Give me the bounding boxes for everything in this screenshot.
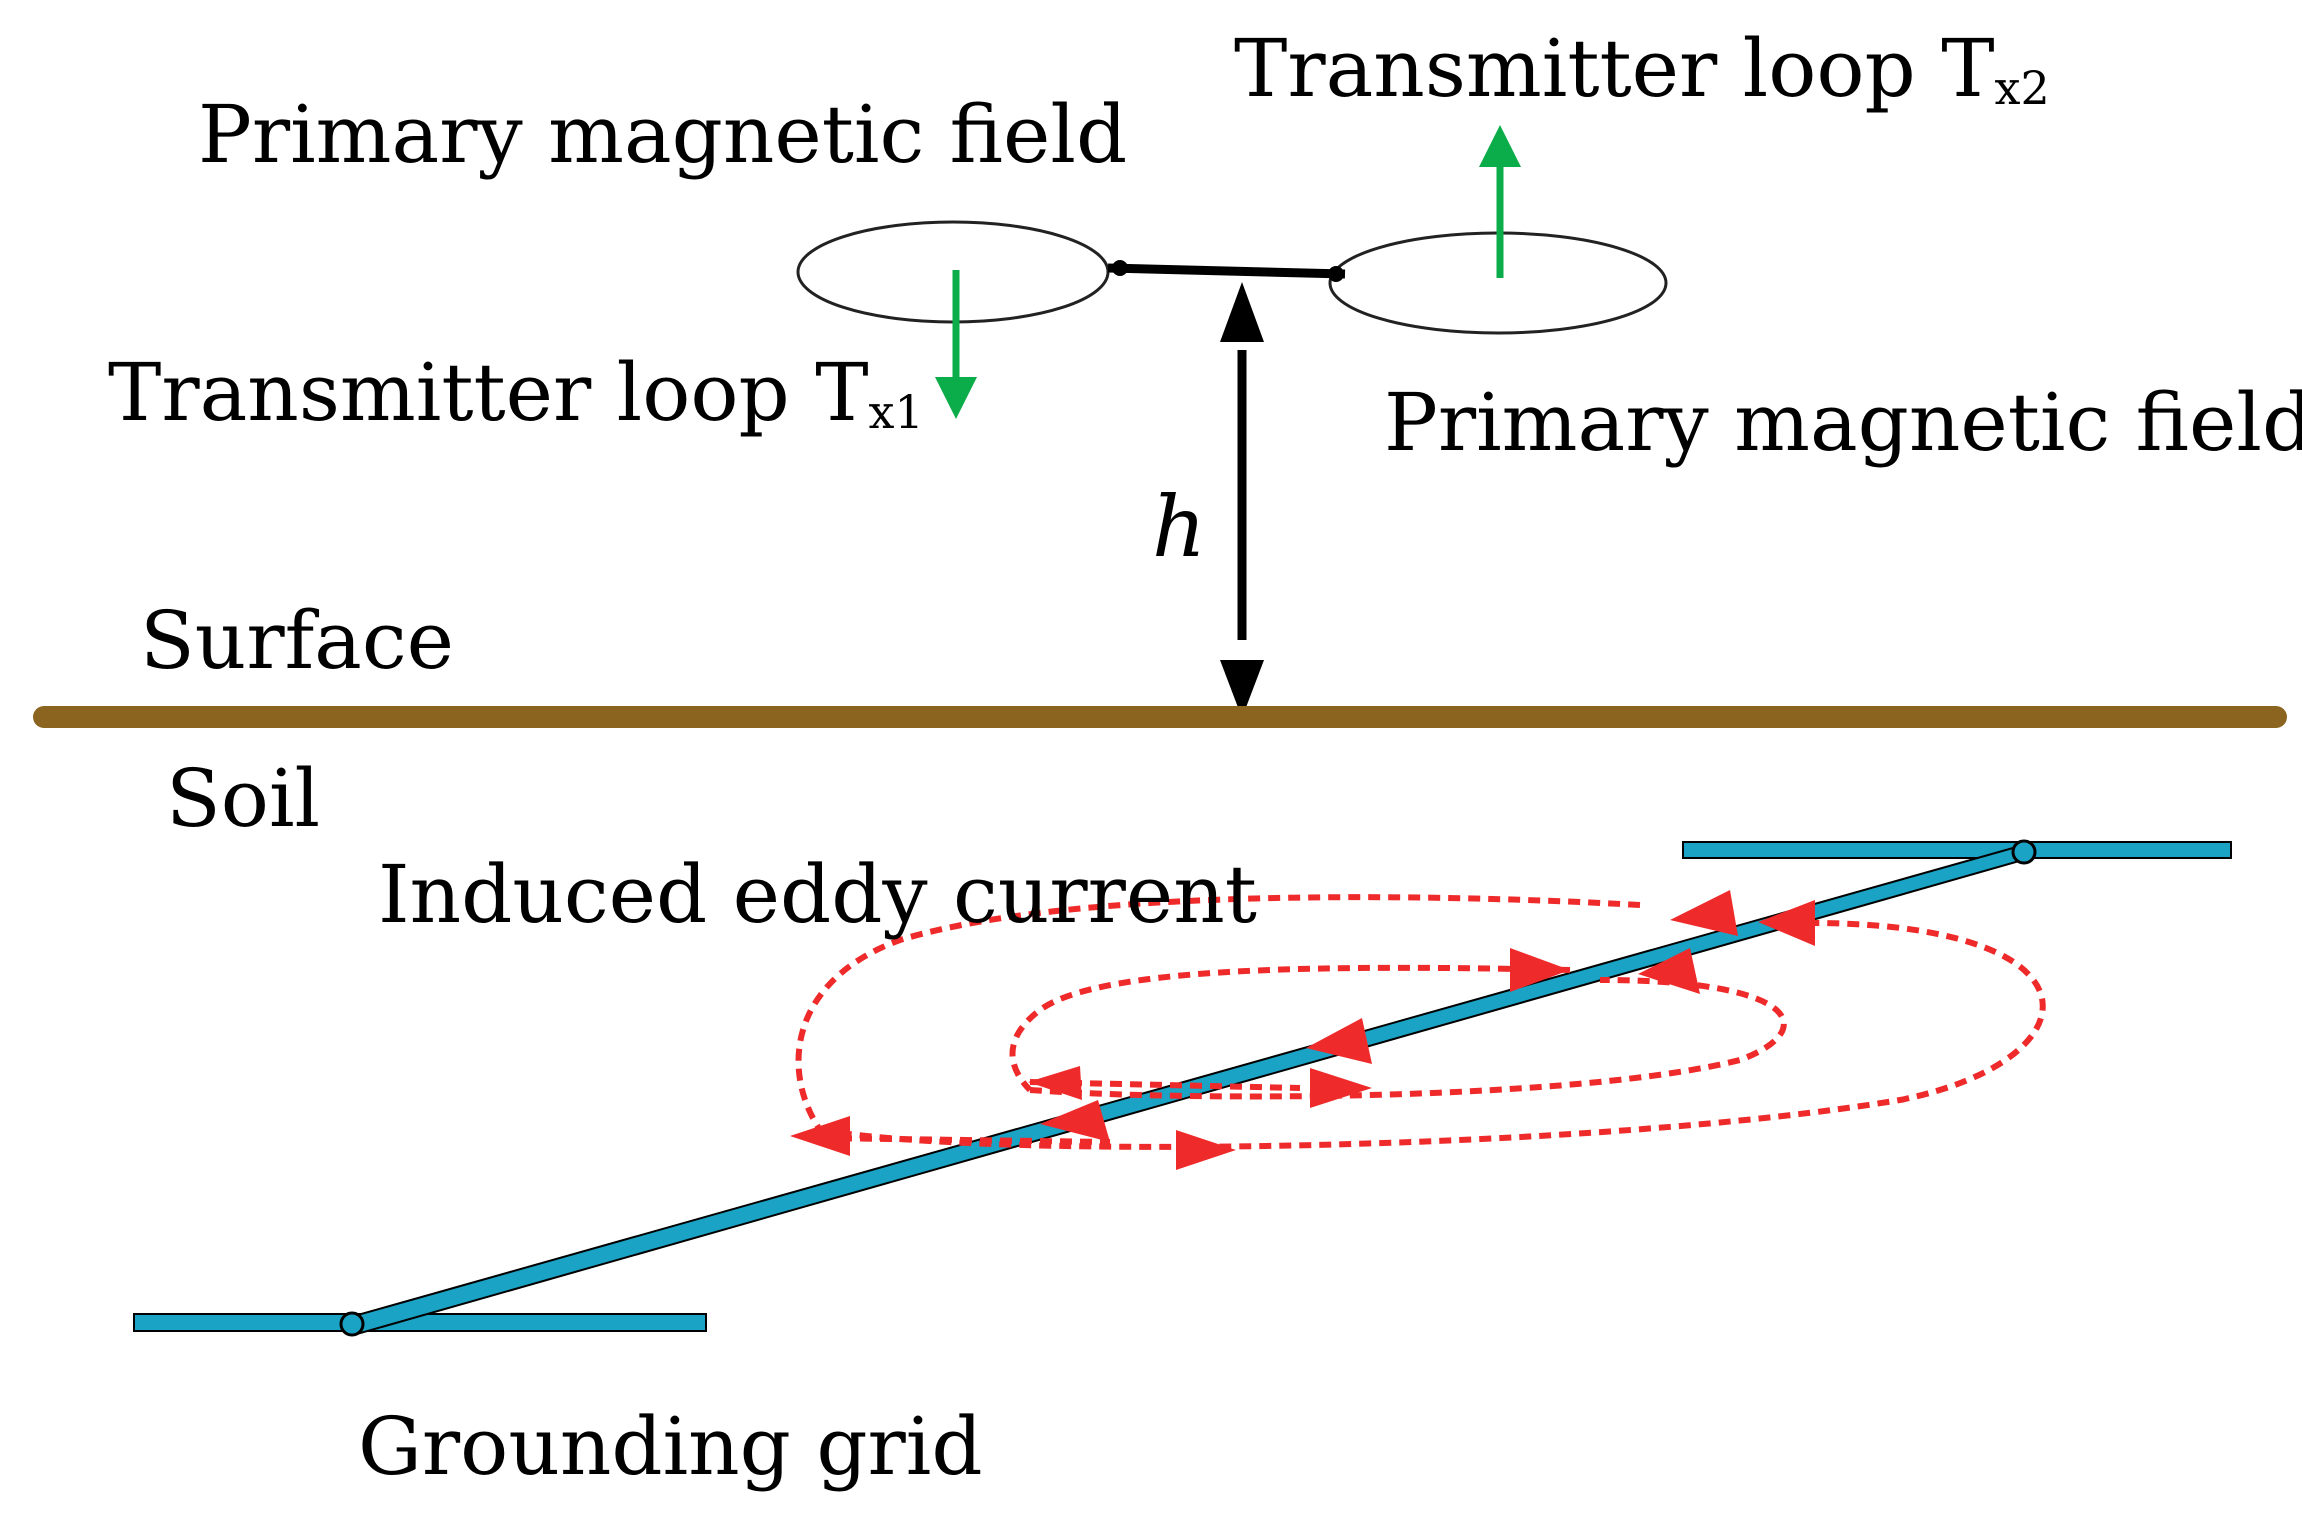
- label-primary-field-top: Primary magnetic field: [198, 88, 1127, 181]
- eddy-arrow-3: [1510, 948, 1570, 992]
- label-surface: Surface: [140, 594, 454, 687]
- label-tx2-sub: x2: [1995, 61, 2050, 115]
- eddy-loop-bottom-line: [819, 1135, 1111, 1145]
- height-arrow-bottom-head: [1220, 660, 1264, 718]
- eddy-loop-inner: [1009, 964, 1571, 1093]
- eddy-arrow-8: [1040, 1100, 1110, 1142]
- loop-connecting-bar: [1107, 263, 1346, 279]
- eddy-arrow-9: [790, 1116, 850, 1156]
- eddy-loop-outer: [795, 894, 1641, 1132]
- height-arrow: [1220, 282, 1264, 718]
- eddy-arrow-4: [1638, 948, 1700, 994]
- eddy-arrow-2: [1670, 890, 1738, 936]
- label-primary-field-right: Primary magnetic field: [1384, 376, 2302, 469]
- grid-node-bottom: [339, 1311, 365, 1337]
- label-soil: Soil: [166, 752, 320, 845]
- eddy-loop-inner-return: [1029, 977, 1787, 1100]
- label-eddy-current: Induced eddy current: [378, 848, 1257, 941]
- label-height: h: [1152, 478, 1206, 576]
- eddy-loop-outer-return: [819, 919, 2046, 1150]
- grid-node-top: [2011, 839, 2037, 865]
- eddy-arrow-1: [1758, 900, 1815, 946]
- grounding-grid: [133, 839, 2232, 1337]
- eddy-arrow-7: [1310, 1068, 1372, 1108]
- label-tx2-main: Transmitter loop T: [1234, 22, 1995, 115]
- label-grounding-grid: Grounding grid: [358, 1400, 983, 1493]
- eddy-arrow-10: [1176, 1130, 1236, 1170]
- label-tx1: Transmitter loop Tx1: [108, 346, 924, 439]
- eddy-arrow-6: [1028, 1066, 1082, 1100]
- height-arrow-top-head: [1220, 282, 1264, 342]
- grid-conductor-top: [1682, 841, 2232, 859]
- loop-joint-left: [1112, 260, 1128, 276]
- label-tx1-sub: x1: [869, 385, 924, 439]
- eddy-arrow-5: [1306, 1018, 1372, 1064]
- label-tx2: Transmitter loop Tx2: [1234, 22, 2050, 115]
- loop-joint-right: [1328, 266, 1344, 282]
- label-tx1-main: Transmitter loop T: [108, 346, 869, 439]
- eddy-current-arrowheads: [790, 890, 1815, 1170]
